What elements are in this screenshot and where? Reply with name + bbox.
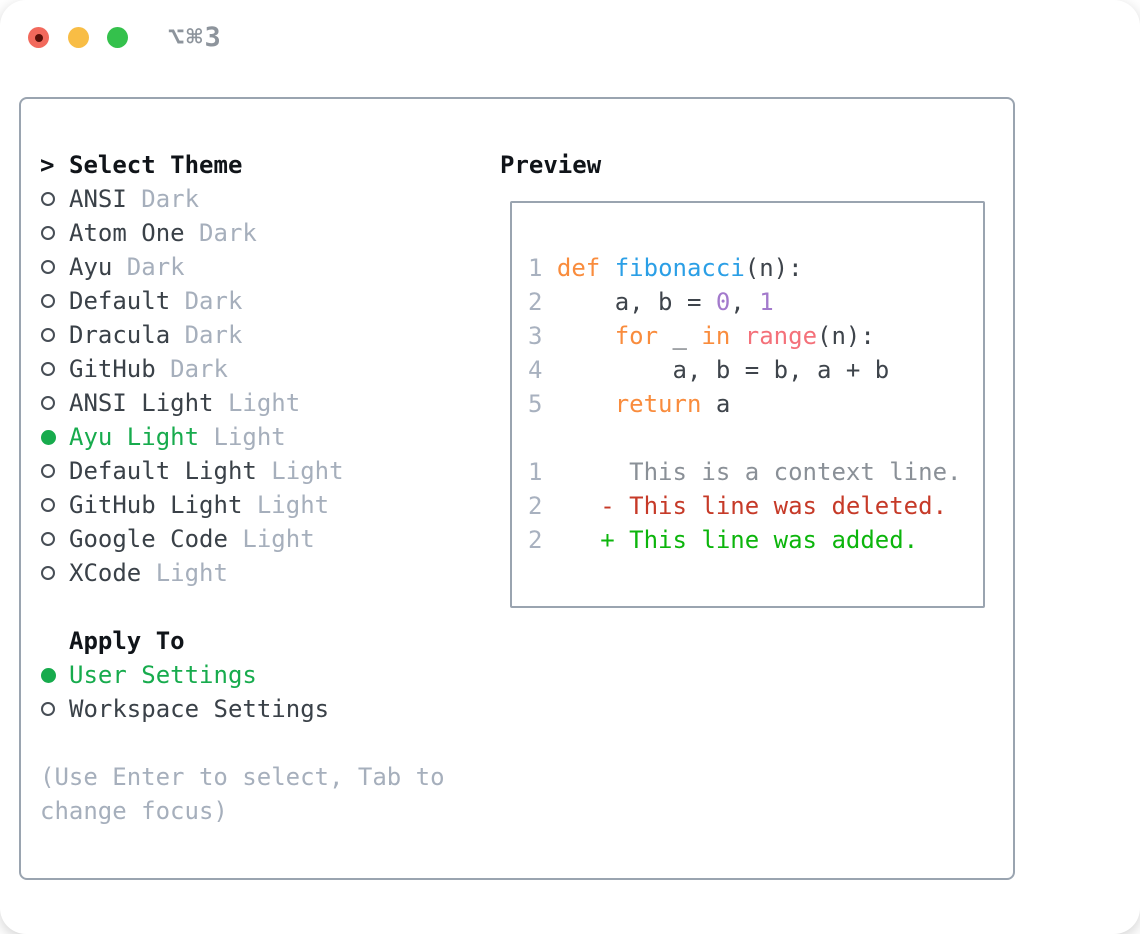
radio-unselected-icon (40, 532, 69, 546)
radio-unselected-icon (40, 498, 69, 512)
radio-selected-icon (40, 429, 69, 445)
close-button[interactable] (28, 27, 49, 48)
spacer (40, 726, 480, 760)
theme-option[interactable]: Atom One Dark (40, 216, 480, 250)
theme-option-label: Ayu Light (69, 423, 200, 451)
minimize-button[interactable] (68, 27, 89, 48)
theme-variant-tag: Light (199, 423, 286, 451)
titlebar: ⌥⌘3 (0, 0, 1140, 76)
theme-option-label: GitHub (69, 355, 156, 383)
radio-unselected-icon (40, 260, 69, 274)
radio-unselected-icon (40, 226, 69, 240)
radio-unselected-icon (40, 464, 69, 478)
theme-variant-tag: Light (227, 525, 315, 553)
radio-selected-icon (40, 667, 69, 683)
theme-option-label: Ayu (69, 253, 113, 281)
maximize-button[interactable] (107, 27, 128, 48)
code-line: 2 - This line was deleted. (528, 492, 948, 520)
theme-option-label: Google Code (69, 525, 228, 553)
theme-variant-tag: Light (213, 389, 301, 417)
code-line: 1 def fibonacci(n): (528, 254, 803, 282)
theme-option[interactable]: Ayu Light Light (40, 420, 480, 454)
theme-option-label: ANSI (69, 185, 127, 213)
code-line: 5 return a (528, 390, 731, 418)
theme-variant-tag: Dark (155, 355, 228, 383)
theme-option-label: XCode (69, 559, 142, 587)
theme-option-label: Dracula (69, 321, 171, 349)
code-line: 1 This is a context line. (528, 458, 962, 486)
theme-variant-tag: Light (256, 457, 344, 485)
theme-option-label: Default Light (69, 457, 257, 485)
radio-unselected-icon (40, 192, 69, 206)
theme-option[interactable]: ANSI Dark (40, 182, 480, 216)
theme-variant-tag: Dark (126, 185, 200, 213)
theme-variant-tag: Dark (112, 253, 185, 281)
select-theme-heading-label: Select Theme (69, 151, 243, 179)
theme-variant-tag: Dark (184, 219, 257, 247)
radio-unselected-icon (40, 362, 69, 376)
unsaved-dot-icon (34, 33, 43, 42)
hint-text: (Use Enter to select, Tab to change focu… (40, 763, 445, 825)
preview-box: 1 def fibonacci(n): 2 a, b = 0, 1 3 for _ … (510, 201, 985, 608)
code-line: 3 for _ in range(n): (528, 322, 875, 350)
theme-variant-tag: Dark (170, 321, 243, 349)
theme-option[interactable]: Dracula Dark (40, 318, 480, 352)
focus-caret-icon: > (40, 151, 55, 179)
code-line: 4 a, b = b, a + b (528, 356, 890, 384)
radio-unselected-icon (40, 328, 69, 342)
radio-unselected-icon (40, 396, 69, 410)
theme-option-label: Atom One (69, 219, 185, 247)
theme-option[interactable]: Google Code Light (40, 522, 480, 556)
theme-option-label: ANSI Light (69, 389, 214, 417)
theme-option[interactable]: ANSI Light Light (40, 386, 480, 420)
theme-option[interactable]: Ayu Dark (40, 250, 480, 284)
window-shortcut-label: ⌥⌘3 (168, 22, 223, 53)
code-preview: 1 def fibonacci(n): 2 a, b = 0, 1 3 for _ … (512, 203, 983, 557)
theme-variant-tag: Light (242, 491, 330, 519)
theme-variant-tag: Light (141, 559, 228, 587)
code-line (528, 421, 983, 455)
theme-option[interactable]: Default Dark (40, 284, 480, 318)
apply-option[interactable]: Workspace Settings (40, 692, 480, 726)
preview-heading: Preview (500, 151, 602, 179)
apply-to-heading-label: Apply To (69, 627, 185, 655)
radio-unselected-icon (40, 566, 69, 580)
apply-option-label: User Settings (69, 661, 257, 689)
apply-to-heading: Apply To (40, 624, 480, 658)
radio-unselected-icon (40, 702, 69, 716)
theme-option[interactable]: Default Light Light (40, 454, 480, 488)
theme-variant-tag: Dark (170, 287, 243, 315)
apply-option[interactable]: User Settings (40, 658, 480, 692)
code-line: 2 + This line was added. (528, 526, 919, 554)
spacer (40, 590, 480, 624)
theme-option-label: Default (69, 287, 171, 315)
code-line: 2 a, b = 0, 1 (528, 288, 774, 316)
theme-option[interactable]: XCode Light (40, 556, 480, 590)
radio-unselected-icon (40, 294, 69, 308)
apply-option-label: Workspace Settings (69, 695, 330, 723)
theme-option[interactable]: GitHub Dark (40, 352, 480, 386)
select-theme-heading: > Select Theme (40, 148, 480, 182)
theme-option[interactable]: GitHub Light Light (40, 488, 480, 522)
theme-option-label: GitHub Light (69, 491, 243, 519)
